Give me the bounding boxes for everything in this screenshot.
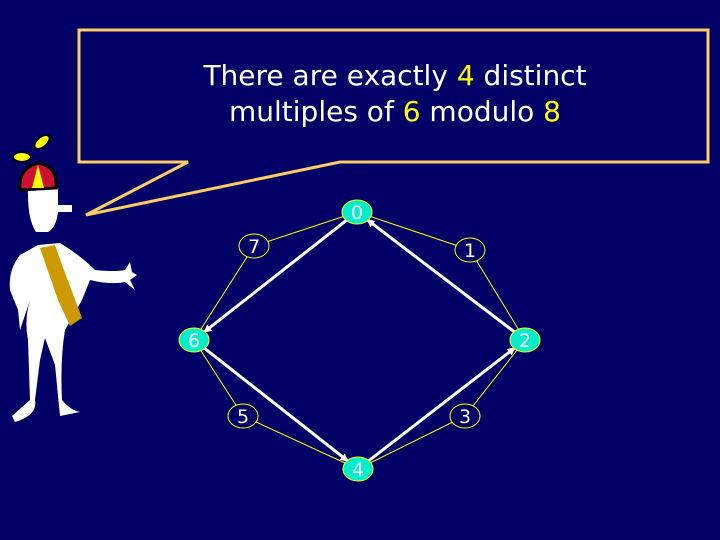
node-3: 3 — [449, 403, 481, 429]
ring-edge — [469, 249, 526, 341]
arrow-4-to-2 — [366, 346, 516, 463]
caption-line-2: multiples of 6 modulo 8 — [80, 94, 710, 130]
speech-bubble — [77, 28, 710, 217]
ring-edge — [193, 245, 255, 341]
node-label: 0 — [351, 202, 363, 224]
caption-text: multiples of — [228, 95, 403, 128]
node-ellipse — [449, 403, 481, 429]
caption: There are exactly 4 distinct multiples o… — [80, 58, 710, 130]
node-0: 0 — [341, 199, 373, 225]
node-ellipse — [178, 327, 210, 353]
node-2: 2 — [509, 327, 541, 353]
ring-edges — [193, 211, 526, 470]
caption-text: distinct — [474, 59, 587, 92]
ring-edge — [357, 415, 466, 470]
ring-edge — [253, 211, 358, 247]
node-label: 6 — [188, 330, 200, 352]
arrow-6-to-4 — [202, 346, 349, 463]
node-ellipse — [509, 327, 541, 353]
node-6: 6 — [178, 327, 210, 353]
node-7: 7 — [238, 233, 270, 259]
node-4: 4 — [342, 456, 374, 482]
node-label: 1 — [464, 240, 476, 262]
residue-nodes: 0 1 2 3 4 5 6 7 — [178, 199, 541, 482]
ring-edge — [356, 211, 471, 251]
node-label: 2 — [519, 330, 531, 352]
caption-text: There are exactly — [203, 59, 457, 92]
caption-line-1: There are exactly 4 distinct — [80, 58, 710, 94]
node-1: 1 — [454, 237, 486, 263]
arrow-2-to-0 — [366, 218, 517, 334]
ring-edge — [193, 339, 244, 417]
node-label: 4 — [352, 459, 364, 481]
node-ellipse — [227, 403, 259, 429]
node-5: 5 — [227, 403, 259, 429]
node-ellipse — [238, 233, 270, 259]
node-ellipse — [454, 237, 486, 263]
node-label: 7 — [248, 236, 260, 258]
node-ellipse — [341, 199, 373, 225]
node-ellipse — [342, 456, 374, 482]
caption-text: modulo — [420, 95, 544, 128]
ring-edge — [242, 415, 359, 470]
arrow-0-to-6 — [203, 218, 349, 334]
caption-count: 4 — [456, 59, 475, 92]
caption-multiplier: 6 — [402, 95, 421, 128]
cartoon-character — [9, 134, 137, 422]
caption-modulus: 8 — [543, 95, 561, 128]
node-label: 5 — [237, 406, 249, 428]
node-label: 3 — [459, 406, 471, 428]
arrow-edges — [202, 218, 517, 463]
